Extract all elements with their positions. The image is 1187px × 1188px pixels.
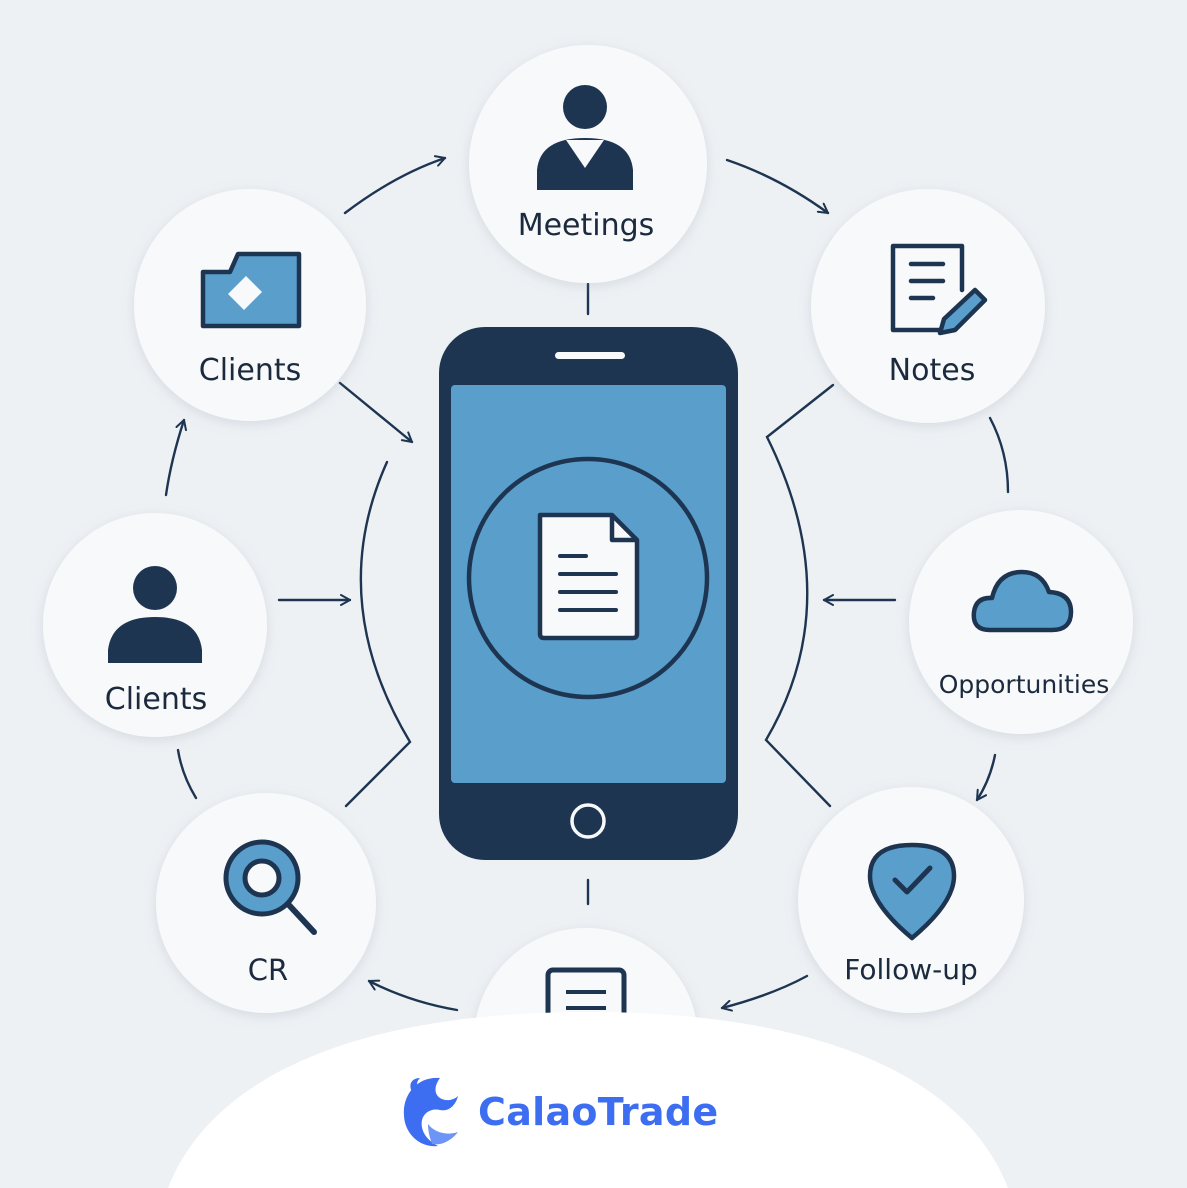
node-notes (811, 189, 1045, 423)
clients-person-label: Clients (104, 682, 208, 717)
arrow-meetings-to-notes (725, 158, 830, 215)
brand-name: CalaoTrade (478, 1090, 719, 1134)
arrow-opportunities-to-followup (975, 753, 997, 802)
arrow-clients-to-clients (164, 418, 187, 497)
arrow-folder-to-phone (338, 381, 414, 444)
phone-screen-ring (466, 456, 710, 700)
phone-speaker (555, 352, 625, 359)
person-icon (108, 566, 202, 663)
follow-up-label: Follow-up (844, 953, 978, 986)
arrow-followup-to-bottom (720, 974, 809, 1012)
cloud-icon (971, 569, 1074, 633)
magnifier-icon (223, 839, 317, 935)
person-tie-icon (537, 85, 633, 190)
bracket-right (764, 383, 835, 808)
connector-notes-opportunities (988, 416, 1010, 494)
connectors (164, 155, 1010, 1012)
bracket-left (344, 460, 412, 808)
arrow-clients-to-meetings (343, 155, 447, 215)
calao-bird-icon (403, 1077, 458, 1147)
bottom-arc (168, 1012, 1008, 1188)
document-icon (537, 512, 640, 641)
arrow-bottom-to-cr (367, 979, 459, 1012)
clients-folder-label: Clients (198, 353, 302, 388)
notes-label: Notes (888, 353, 976, 388)
check-pin-icon (867, 842, 957, 941)
brand-lockup: CalaoTrade (398, 1074, 718, 1150)
phone-home-button (570, 803, 606, 839)
folder-icon (200, 251, 302, 329)
opportunities-label: Opportunities (938, 670, 1110, 699)
notepad-pen-icon (890, 243, 988, 336)
connector-cr-clients (176, 748, 198, 800)
meetings-label: Meetings (517, 208, 655, 243)
phone (439, 327, 738, 860)
cr-label: CR (247, 953, 289, 987)
